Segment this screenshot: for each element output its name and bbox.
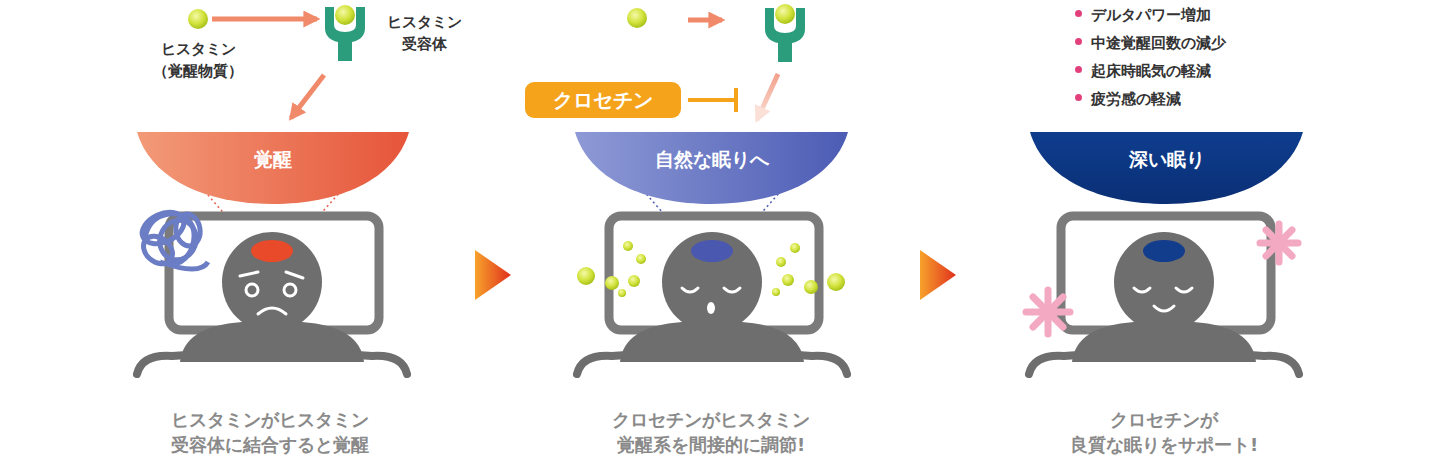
molecule-dot [335, 5, 355, 25]
caption: ヒスタミンがヒスタミン 受容体に結合すると覚醒 [140, 407, 400, 457]
effect-text: デルタパワー増加 [1091, 6, 1211, 24]
state-band: 覚醒 [137, 132, 409, 204]
effect-item: 疲労感の軽減 [1075, 89, 1181, 109]
bullet-dot [1075, 66, 1082, 73]
band-shape [575, 132, 848, 204]
effect-text: 中途覚醒回数の減少 [1091, 34, 1226, 52]
effect-item: デルタパワー増加 [1075, 5, 1211, 25]
caption: クロセチンが 良質な眠りをサポート! [1054, 407, 1274, 457]
node-outline [320, 3, 370, 63]
caption: クロセチンがヒスタミン 覚醒系を間接的に調節! [581, 407, 841, 457]
state-band: 自然な眠りへ [575, 132, 848, 204]
arrow-connector [212, 17, 317, 22]
effect-item: 起床時眠気の軽減 [1075, 61, 1211, 81]
node-label: ヒスタミン 受容体 [376, 11, 472, 55]
histamine-receptor: ヒスタミン 受容体 [320, 3, 370, 63]
state-band: 深い眠り [1030, 132, 1303, 204]
bullet-dot [1075, 38, 1082, 45]
effect-item: 中途覚醒回数の減少 [1075, 33, 1226, 53]
band-shape [137, 132, 409, 204]
step-arrow [475, 250, 511, 300]
effect-text: 疲労感の軽減 [1091, 90, 1181, 108]
person-deep-sleep [1029, 216, 1299, 374]
sparkle [1026, 224, 1298, 334]
bullet-dot [1075, 94, 1082, 101]
arrow-connector [291, 75, 324, 118]
molecule-dot [188, 9, 208, 29]
tangle-scribble [137, 206, 208, 269]
band-label: 覚醒 [137, 147, 409, 173]
box-label: クロセチン [553, 87, 653, 114]
effect-text: 起床時眠気の軽減 [1091, 62, 1211, 80]
inhibitor-box: クロセチン [525, 82, 681, 118]
node-label: ヒスタミン （覚醒物質） [143, 38, 253, 82]
step-arrow [920, 250, 956, 300]
bullet-dot [1075, 10, 1082, 17]
band-label: 自然な眠りへ [575, 147, 848, 173]
band-label: 深い眠り [1030, 147, 1303, 173]
band-shape [1030, 132, 1303, 204]
node-outline [187, 8, 209, 30]
histamine-molecule: ヒスタミン （覚醒物質） [187, 8, 209, 30]
